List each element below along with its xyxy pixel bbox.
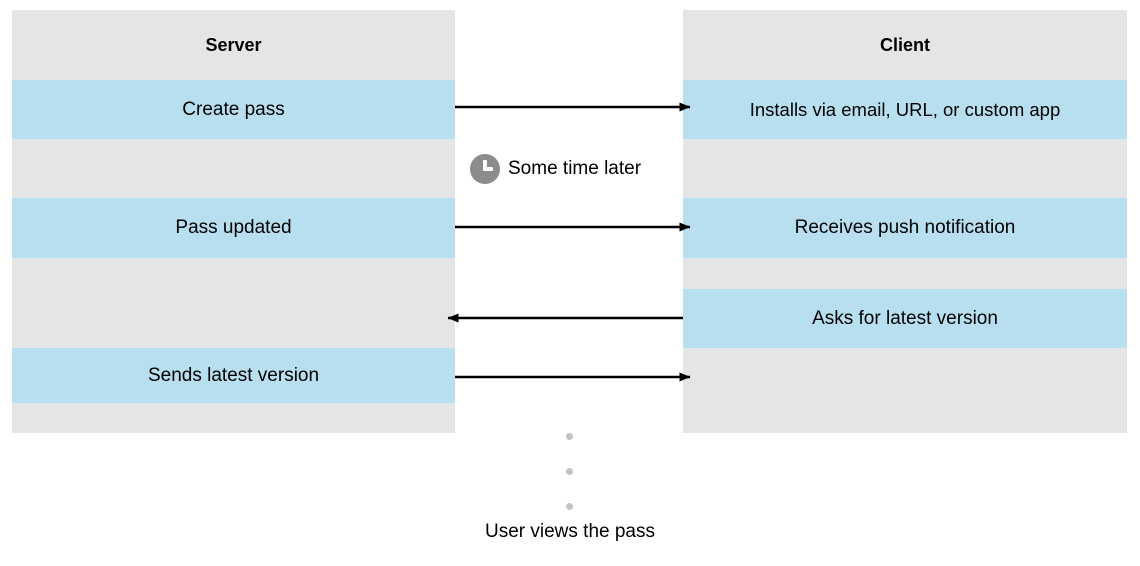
server-row-band-spacer-1	[12, 139, 455, 198]
client-row-band-asks-latest	[683, 289, 1127, 348]
server-row-band-pass-updated	[12, 198, 455, 258]
client-row-band-installs	[683, 80, 1127, 139]
continuation-dot-1	[566, 433, 573, 440]
server-row-band-create-pass	[12, 80, 455, 139]
client-row-band-header	[683, 10, 1127, 80]
user-views-the-pass-caption: User views the pass	[484, 521, 655, 542]
client-row-band-spacer-1	[683, 139, 1127, 198]
continuation-dot-2	[566, 468, 573, 475]
clock-hand-minute	[483, 160, 487, 170]
client-row-band-spacer-2	[683, 258, 1127, 289]
server-row-band-spacer-3	[12, 403, 455, 433]
continuation-dot-3	[566, 503, 573, 510]
server-row-band-spacer-2	[12, 258, 455, 348]
server-row-band-sends-latest	[12, 348, 455, 403]
clock-hand-hour	[483, 167, 493, 171]
client-row-band-receives-push	[683, 198, 1127, 258]
server-row-band-header	[12, 10, 455, 80]
client-row-band-spacer-3	[683, 348, 1127, 433]
clock-icon	[470, 154, 500, 184]
some-time-later-note: Some time later	[470, 154, 641, 184]
some-time-later-label: Some time later	[508, 158, 642, 179]
